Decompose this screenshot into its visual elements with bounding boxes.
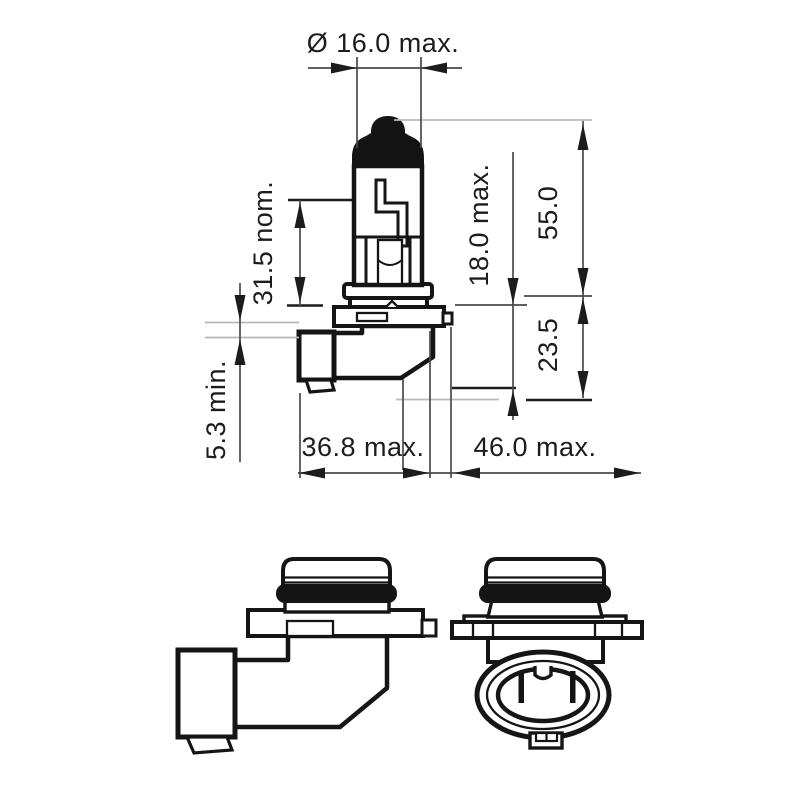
- rear-flange: [450, 614, 644, 640]
- rear-cap: [484, 557, 606, 588]
- side-o-ring-seal: [276, 584, 397, 603]
- dim-label-envelope-height: 31.5 nom.: [248, 181, 278, 306]
- rear-bottom-tab: [528, 731, 564, 750]
- side-cap: [281, 557, 392, 588]
- dim-label-clearance: 5.3 min.: [201, 360, 231, 460]
- dim-label-overall-width: 46.0 max.: [473, 432, 596, 462]
- dim-label-ref-height: 18.0 max.: [464, 163, 494, 286]
- side-socket-opening: [175, 647, 238, 740]
- dimension-annotations: Ø 16.0 max. 31.5 nom. 18.0 max. 55.0 23.…: [201, 28, 641, 479]
- socket-flap: [303, 378, 337, 394]
- side-socket-flap: [184, 735, 235, 755]
- socket-opening: [296, 329, 337, 383]
- main-view: [296, 116, 454, 394]
- side-flange-keyway: [285, 619, 335, 638]
- rear-flange-plate: [450, 620, 644, 640]
- base-flange: [332, 299, 454, 328]
- filament-support: [374, 178, 409, 248]
- pinch-arc: [377, 259, 403, 266]
- side-flange-plate: [246, 608, 425, 638]
- dim-label-base-depth: 23.5: [533, 318, 563, 373]
- dimension-arrows: [234, 62, 640, 479]
- flange-tab: [441, 311, 454, 326]
- side-connector-body: [232, 633, 390, 730]
- dim-label-body-width: 36.8 max.: [301, 432, 424, 462]
- rear-view: [450, 557, 644, 750]
- flange-bump: [385, 299, 399, 308]
- dim-label-overall-length: 55.0: [533, 186, 563, 241]
- side-view: [175, 557, 438, 755]
- flange-keyway: [355, 311, 389, 323]
- side-flange-tab: [420, 618, 438, 638]
- pin-right: [570, 671, 576, 703]
- bulb-tip: [352, 116, 424, 168]
- rear-o-ring-seal: [479, 584, 611, 603]
- flange-plate: [332, 305, 446, 328]
- connector-body: [331, 323, 436, 381]
- dim-label-diameter: Ø 16.0 max.: [307, 28, 460, 58]
- rear-key-notch: [533, 666, 553, 681]
- pin-left: [518, 671, 524, 703]
- filament-assembly: [356, 178, 420, 286]
